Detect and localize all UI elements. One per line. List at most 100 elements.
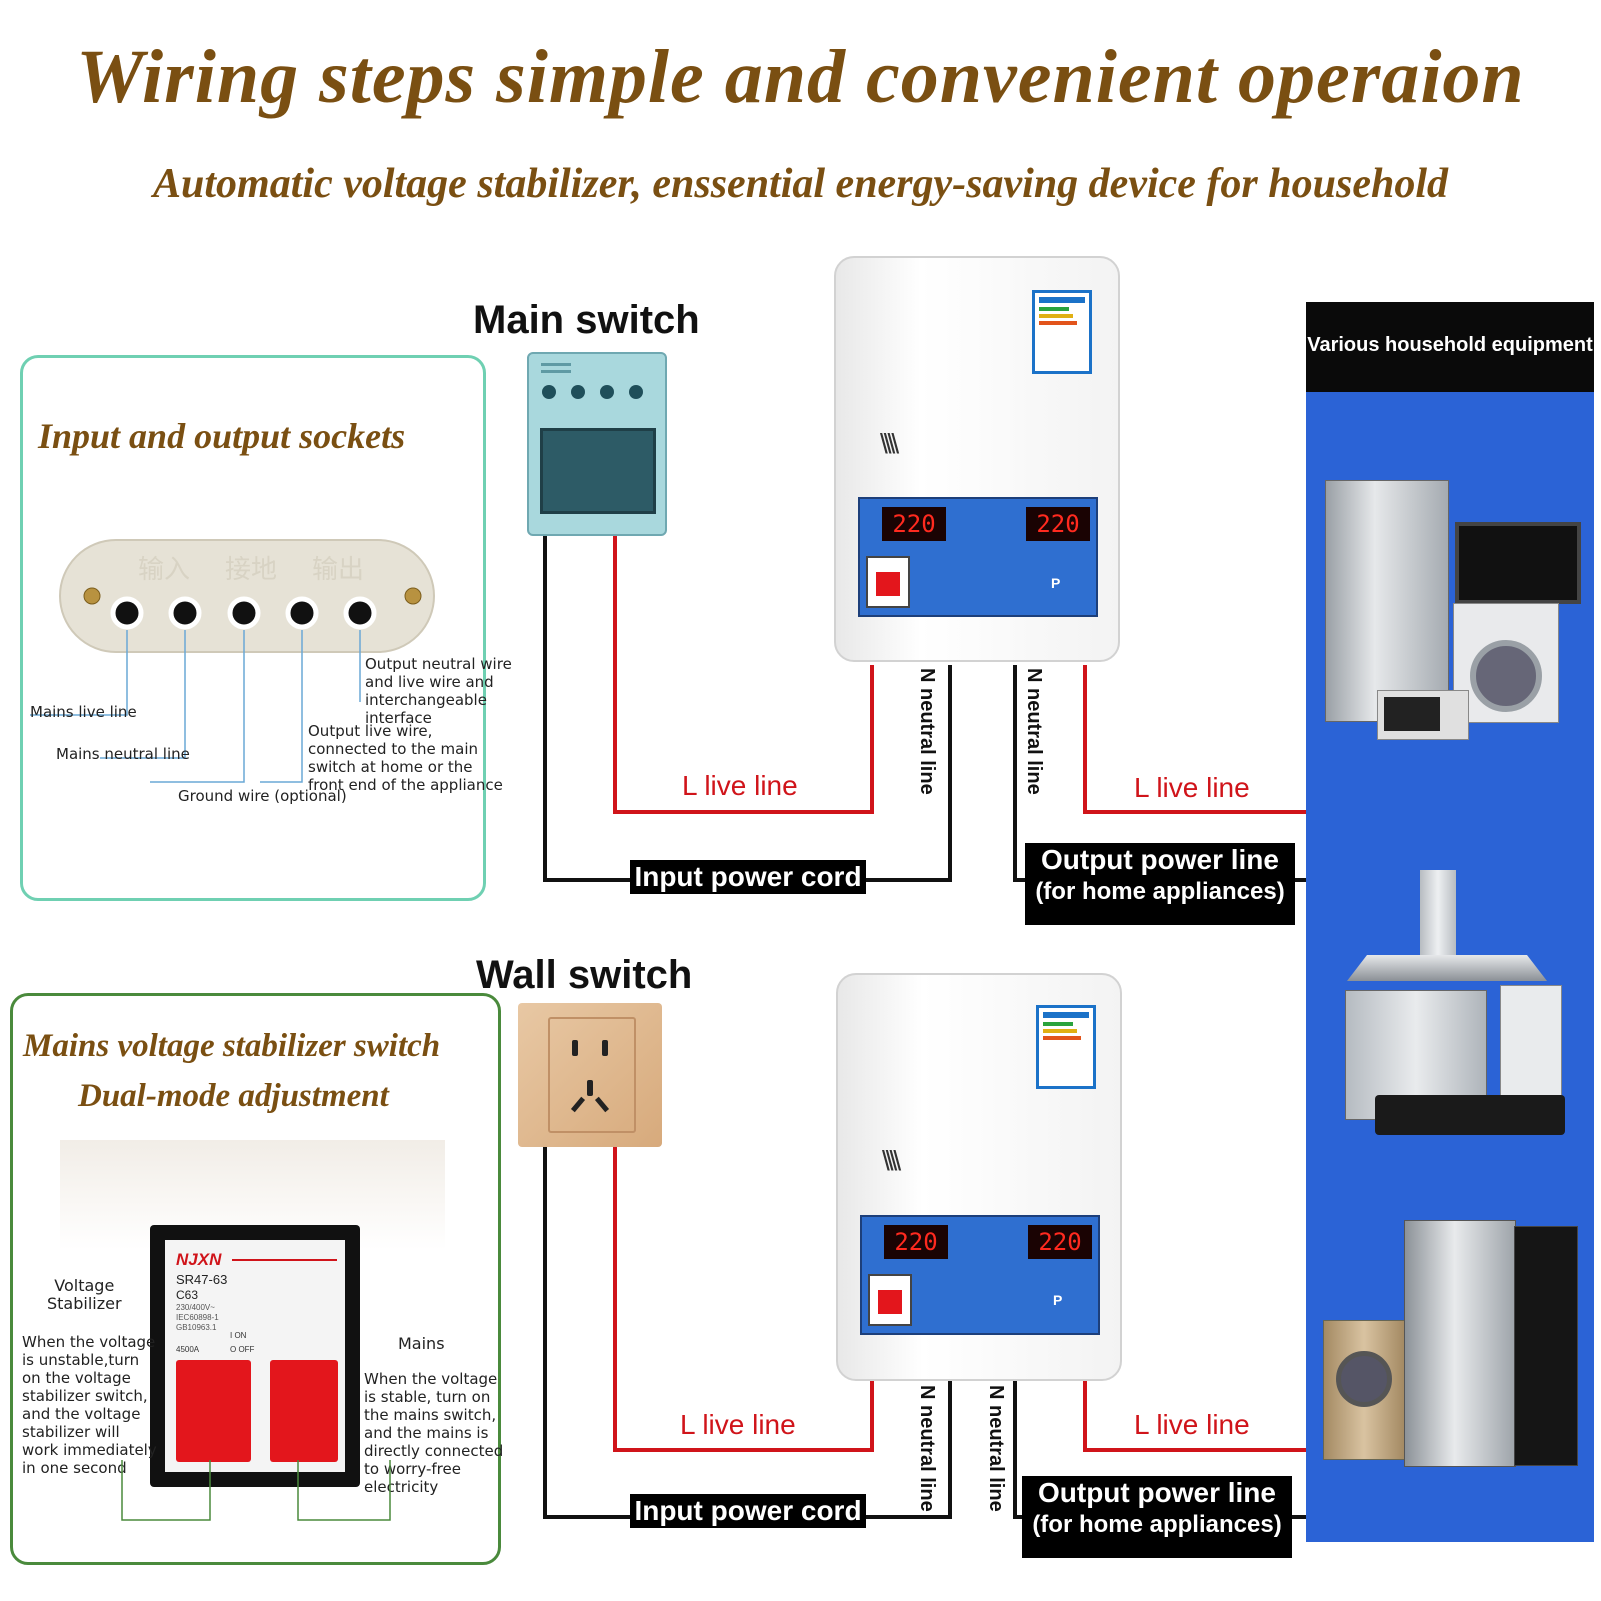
top-neutral-in-label: N neutral line [916,668,938,795]
gas-stove-icon [1375,1095,1565,1135]
leader-line [297,1460,391,1521]
terminal-hole [285,596,319,630]
text-line: work immediately [22,1441,157,1459]
label-bar [1039,321,1077,325]
dial-icon [542,385,556,399]
text-line: to worry-free [364,1460,461,1478]
label-bar [1039,314,1073,318]
screw-right-icon [404,587,422,605]
range-hood-chimney-icon [1420,870,1456,960]
vent-line [541,370,571,373]
callout-line: front end of the appliance [308,776,503,794]
socket-terminal-diagram: 输入 接地 输出 [30,539,435,783]
terminal-hole [343,596,377,630]
voltage-stabilizer-title: Voltage Stabilizer [47,1277,122,1313]
top-live-in-wire [613,535,874,814]
spec-line: GB10963.1 [176,1323,217,1332]
label-bar [1039,297,1085,303]
washing-machine-icon [1453,603,1559,723]
outlet-slot-icon [587,1080,593,1096]
callout-ground: Ground wire (optional) [178,787,347,805]
text-line: directly connected [364,1442,504,1460]
socket-label-ground: 接地 [225,555,277,585]
text-line: and the mains is [364,1424,489,1442]
text-line: When the voltage [364,1370,498,1388]
bottom-output-line-box: Output power line (for home appliances) [1022,1476,1292,1558]
sockets-panel-heading: Input and output sockets [38,416,406,456]
terminal-hole [110,596,144,630]
leader-line [100,630,186,759]
spec-line: 230/400V~ [176,1303,215,1312]
output-line-title: Output power line [1038,1477,1276,1508]
breaker-mini[interactable] [866,556,910,608]
mains-switch-lever[interactable] [270,1360,338,1462]
output-line-title: Output power line [1041,844,1279,875]
power-indicator: P [1053,1292,1063,1308]
energy-label-bottom [1036,1005,1096,1089]
stabilizer-switch-lever[interactable] [176,1360,251,1462]
input-voltage-display: 220 [882,507,946,541]
microwave-icon [1377,690,1469,740]
water-heater-icon [1500,985,1562,1109]
input-voltage-display: 220 [884,1225,948,1259]
black-fridge-icon [1514,1226,1578,1466]
brand-underline [232,1259,337,1261]
wall-switch-label: Wall switch [476,953,693,997]
output-line-subtitle: (for home appliances) [1035,878,1285,905]
label-bar [1043,1036,1081,1040]
energy-label-top [1032,290,1092,374]
terminal-plate [59,539,435,653]
leader-line [260,630,303,783]
callout-output-live: Output live wire, connected to the main … [308,722,508,794]
callout-line: and live wire and [365,673,494,691]
equipment-header [1306,302,1594,392]
output-voltage-display: 220 [1028,1225,1092,1259]
wall-outlet[interactable] [518,1003,662,1147]
top-output-line-box: Output power line (for home appliances) [1025,843,1295,925]
dial-icon [600,385,614,399]
leader-line [30,630,128,716]
label-bar [1043,1022,1073,1026]
callout-mains-live: Mains live line [30,703,137,721]
label-bar [1043,1012,1089,1018]
power-indicator: P [1051,575,1061,591]
top-live-out-label: L live line [1134,772,1250,803]
text-line: is stable, turn on [364,1388,491,1406]
text-line: and the voltage [22,1405,141,1423]
bottom-neutral-out-label: N neutral line [985,1385,1007,1512]
text-line: on the voltage [22,1369,131,1387]
callout-line: Output live wire, [308,722,433,740]
bottom-live-out-label: L live line [1134,1409,1250,1440]
label-bar [1043,1029,1077,1033]
dial-icon [571,385,585,399]
bottom-live-out-wire [1083,1380,1310,1452]
output-voltage-display: 220 [1026,507,1090,541]
outlet-faceplate [548,1017,636,1133]
breaker-on-label: I ON [230,1331,247,1340]
mains-description: When the voltage is stable, turn on the … [364,1370,504,1496]
switch-panel-heading-2: Dual-mode adjustment [78,1078,389,1114]
terminal-hole [227,596,261,630]
breaker-capacity: 4500A [176,1345,200,1354]
front-load-washer-icon [1323,1320,1405,1460]
stabilizer-description: When the voltage is unstable,turn on the… [22,1333,162,1477]
label-bar [1039,307,1069,311]
socket-label-input: 输入 [138,555,190,585]
breaker-model: SR47-63 [176,1272,228,1287]
breaker-mini[interactable] [868,1274,912,1326]
outlet-slot-icon [602,1040,608,1056]
callout-line: Output neutral wire [365,655,512,673]
dial-icon [629,385,643,399]
text-line: electricity [364,1478,439,1496]
switch-panel-heading-1: Mains voltage stabilizer switch [23,1028,441,1064]
top-live-in-label: L live line [682,770,798,801]
switch-leader-lines [121,1460,391,1521]
callout-line: switch at home or the [308,758,473,776]
callout-output-neutral: Output neutral wire and live wire and in… [365,655,515,727]
equipment-title: Various household equipment [1307,334,1593,356]
television-icon [1455,522,1581,604]
page-subtitle: Automatic voltage stabilizer, enssential… [153,161,1448,207]
switch-window [540,428,656,514]
spec-line: IEC60898-1 [176,1313,219,1322]
socket-label-output: 输出 [312,555,364,585]
